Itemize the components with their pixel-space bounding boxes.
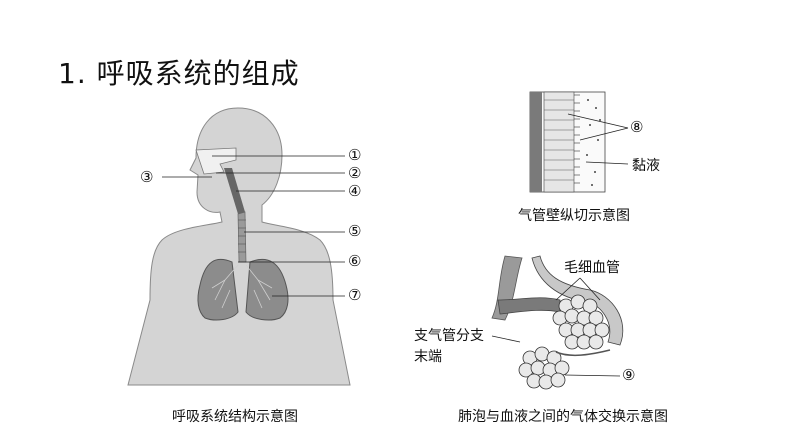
marker-5: ⑤ (348, 222, 362, 240)
caption-respiratory: 呼吸系统结构示意图 (172, 409, 298, 425)
body-leader-lines (162, 155, 345, 297)
capillary-label: 毛细血管 (564, 260, 620, 276)
bronchiole-label-line1: 支气管分支 (414, 328, 484, 344)
marker-3: ③ (140, 168, 154, 186)
alveoli-diagram (491, 255, 624, 390)
marker-9: ⑨ (622, 366, 636, 384)
caption-alveoli: 肺泡与血液之间的气体交换示意图 (458, 409, 668, 425)
trachea-wall-section (529, 91, 629, 193)
body-silhouette (127, 107, 351, 386)
marker-8: ⑧ (630, 118, 644, 136)
page-title: 1. 呼吸系统的组成 (58, 57, 300, 90)
mucus-label: 黏液 (632, 158, 660, 174)
marker-6: ⑥ (348, 252, 362, 270)
marker-1: ① (348, 146, 362, 164)
marker-2: ② (348, 164, 362, 182)
marker-7: ⑦ (348, 286, 362, 304)
bronchiole-label-line2: 末端 (414, 349, 442, 365)
caption-trachea: 气管壁纵切示意图 (518, 208, 630, 224)
marker-4: ④ (348, 182, 362, 200)
